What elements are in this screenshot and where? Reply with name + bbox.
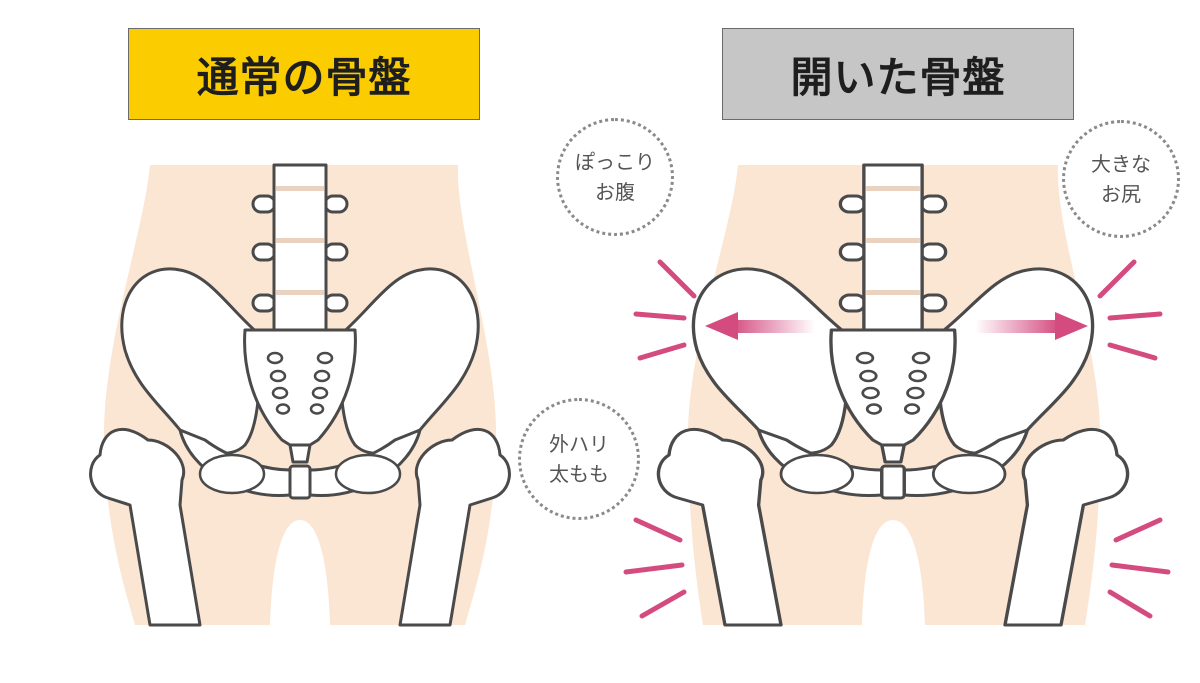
emphasis-rays	[623, 259, 1171, 619]
thigh-callout-line-1: 外ハリ	[549, 432, 609, 456]
belly-callout-line-1: ぽっこり	[575, 150, 655, 174]
belly-callout: ぽっこり お腹	[556, 118, 674, 236]
belly-callout-line-2: お腹	[595, 180, 635, 204]
thigh-callout-line-2: 太もも	[549, 462, 609, 486]
hips-callout-line-1: 大きな	[1091, 152, 1151, 176]
thigh-callout: 外ハリ 太もも	[518, 398, 640, 520]
normal-pelvis-label: 通常の骨盤	[128, 28, 480, 120]
open-pelvis-figure	[656, 163, 1130, 627]
hips-callout: 大きな お尻	[1062, 120, 1180, 238]
open-pelvis-label: 開いた骨盤	[722, 28, 1074, 120]
hips-callout-line-2: お尻	[1101, 182, 1141, 206]
outward-arrow-icon	[705, 312, 1088, 340]
normal-pelvis-figure	[89, 163, 511, 627]
